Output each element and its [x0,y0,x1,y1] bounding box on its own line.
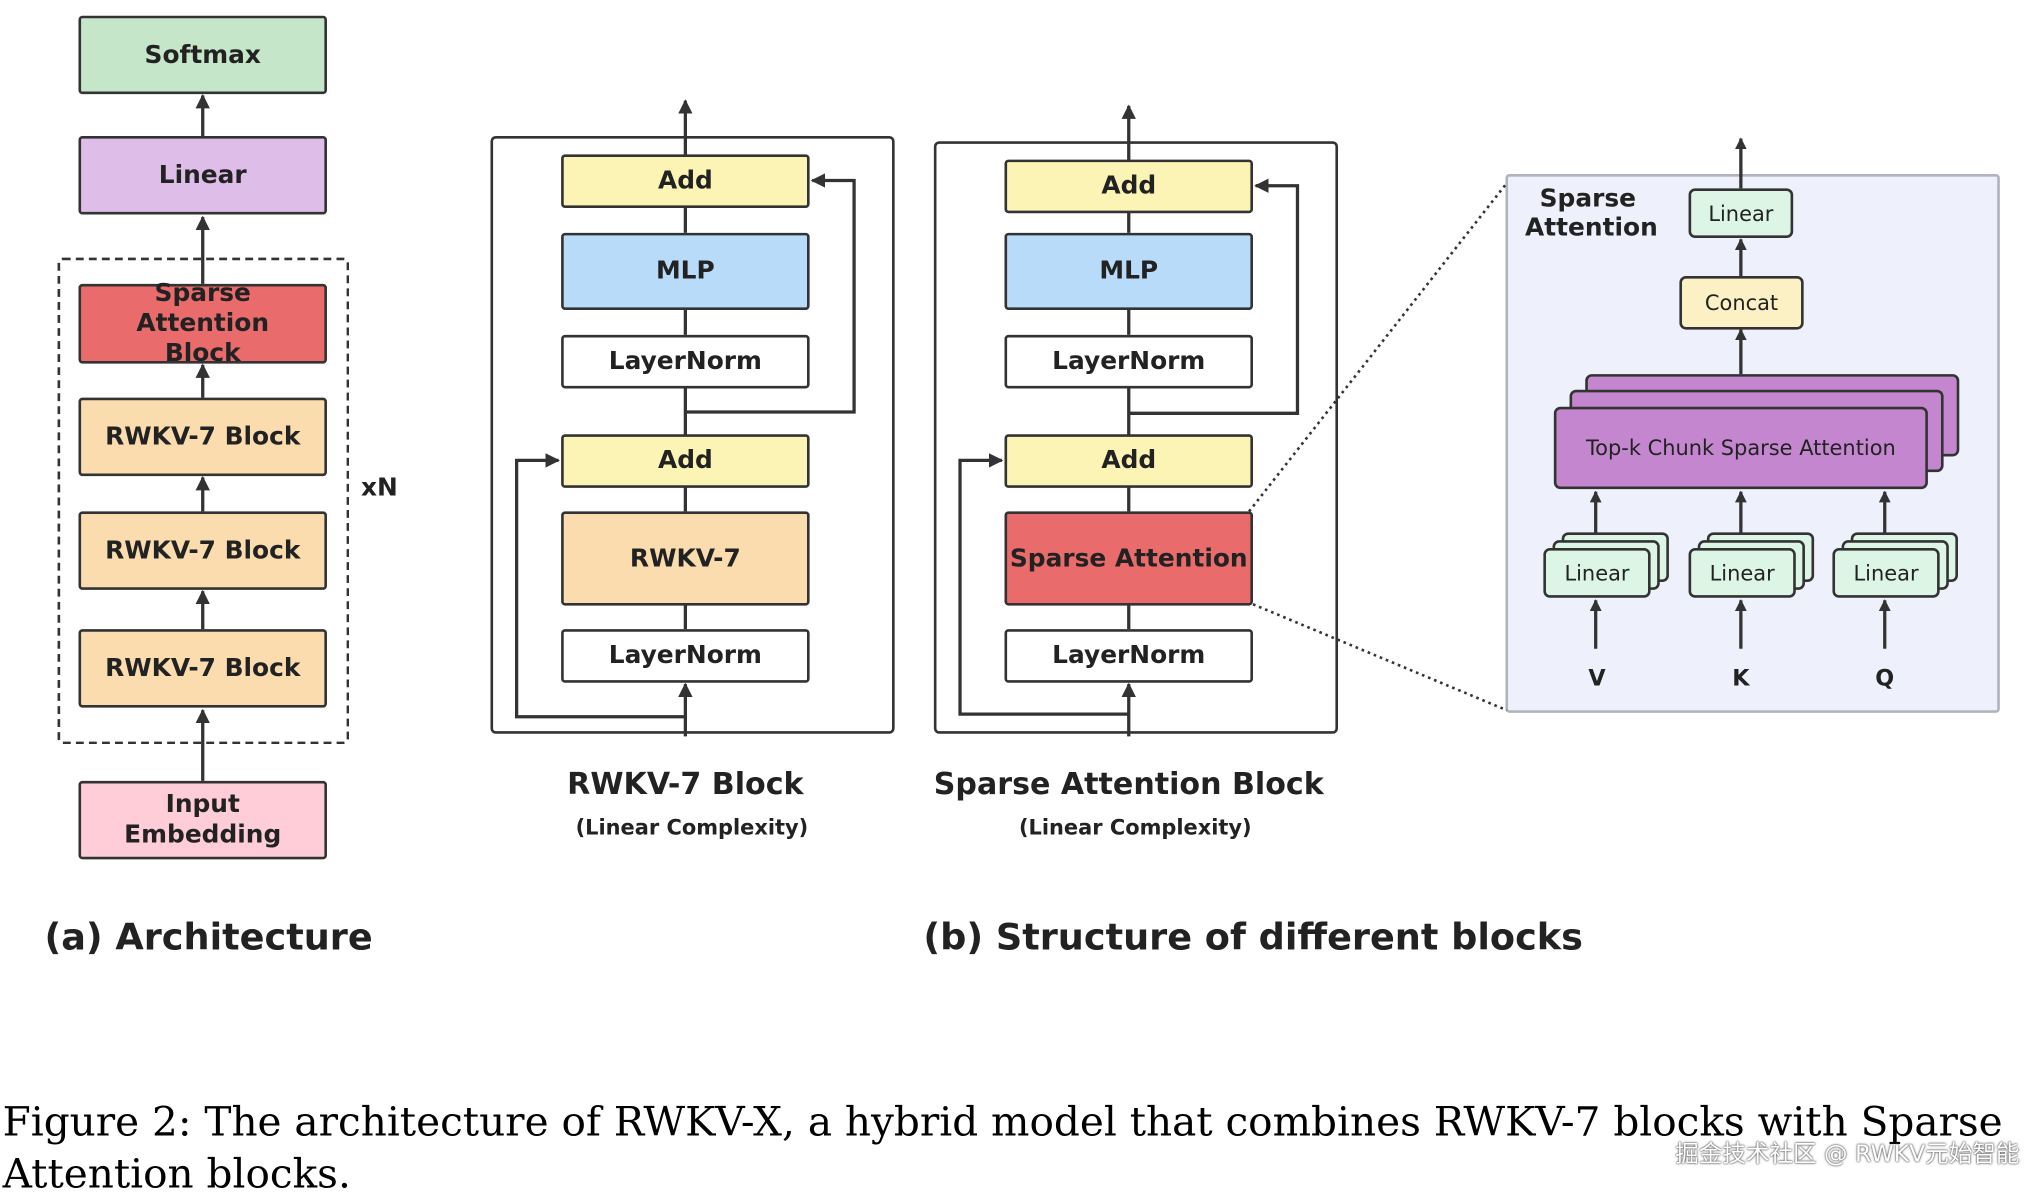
sparse-layernorm-bottom: LayerNorm [1004,629,1254,683]
repeat-label: xN [360,473,398,503]
rwkv7-layernorm-top: LayerNorm [561,334,810,389]
watermark: 掘金技术社区 @ RWKV元始智能 [1675,1140,2020,1168]
input-embedding-box: Input Embedding [78,780,327,860]
rwkv7-block-box-2: RWKV-7 Block [78,511,327,590]
sparse-add-top: Add [1004,159,1254,214]
linear-v: Linear [1543,548,1651,598]
rwkv7-block-box-3: RWKV-7 Block [78,629,327,708]
input-k-label: K [1732,665,1750,692]
input-q-label: Q [1875,665,1895,692]
rwkv7-add-bottom: Add [561,434,810,488]
rwkv7-layernorm-bottom: LayerNorm [561,629,810,683]
sparse-layernorm-top: LayerNorm [1004,334,1254,389]
structure-caption: (b) Structure of different blocks [923,915,1583,959]
linear-k: Linear [1688,548,1796,598]
sparse-add-bottom: Add [1004,434,1254,488]
rwkv7-block-box-1: RWKV-7 Block [78,397,327,477]
softmax-box: Softmax [78,15,327,95]
figure-caption: Figure 2: The architecture of RWKV-X, a … [2,1098,2003,1199]
rwkv7-add-top: Add [561,154,810,208]
sparse-attention-core: Sparse Attention [1004,511,1254,606]
sparse-mlp: MLP [1004,232,1254,310]
detail-concat: Concat [1679,275,1804,330]
detail-linear-out: Linear [1688,188,1794,239]
architecture-caption: (a) Architecture [44,915,373,959]
input-v-label: V [1588,665,1606,692]
sparse-detail-title: Sparse Attention [1525,184,1658,242]
rwkv7-block-subtitle: (Linear Complexity) [575,814,809,840]
topk-chunk-sparse-attention: Top-k Chunk Sparse Attention [1553,406,1928,490]
sparse-block-title: Sparse Attention Block [933,767,1324,802]
sparse-block-subtitle: (Linear Complexity) [1018,814,1252,840]
linear-box: Linear [78,136,327,215]
sparse-attention-block-box: Sparse Attention Block [78,279,327,368]
rwkv7-mlp: MLP [561,232,810,310]
rwkv7-block-title: RWKV-7 Block [567,767,804,802]
rwkv7-core: RWKV-7 [561,511,810,606]
linear-q: Linear [1832,548,1940,598]
